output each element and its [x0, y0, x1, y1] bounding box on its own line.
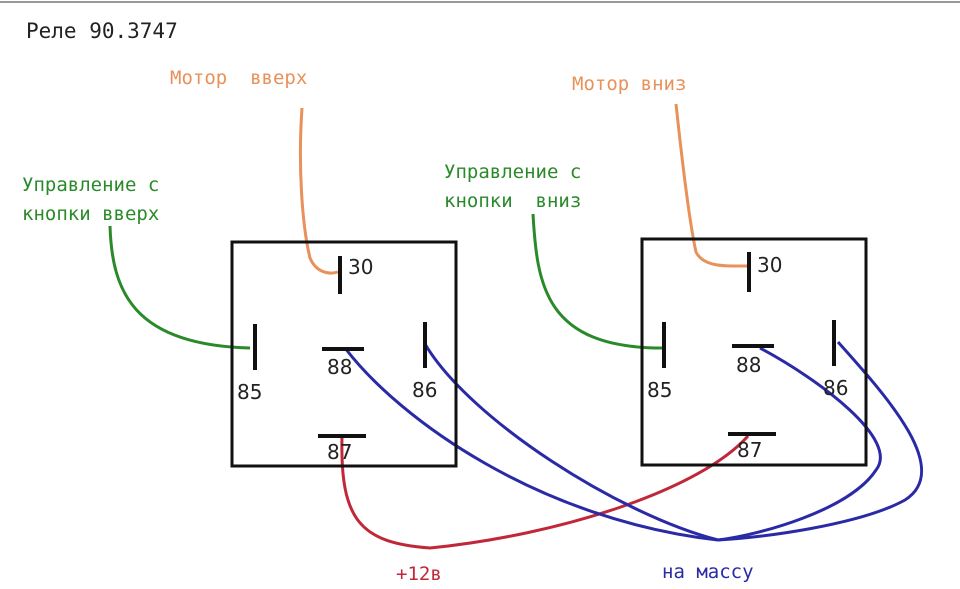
relay-1-label-85: 85 — [237, 380, 262, 404]
wire-control-up — [108, 225, 251, 350]
wire-ground-r1-88 — [343, 347, 719, 542]
wire-motor-down — [674, 103, 749, 268]
relay-2: 30 85 88 86 87 — [640, 237, 868, 467]
relay-2-label-86: 86 — [823, 376, 848, 400]
label-ground: на массу — [662, 561, 754, 583]
label-motor-up: Мотор вверх — [170, 67, 307, 89]
relay-1: 30 85 88 86 87 — [230, 240, 458, 468]
relay-2-body — [640, 237, 868, 467]
wire-ground-r2-86 — [717, 340, 924, 542]
wire-control-down — [531, 213, 663, 350]
wire-ground-r2-88 — [717, 346, 882, 542]
wire-ground-r1-86 — [423, 343, 719, 542]
label-plus12v: +12в — [396, 563, 442, 585]
relay-1-label-30: 30 — [348, 255, 373, 279]
label-control-up-line1: Управление с — [22, 174, 159, 196]
relay-2-label-87: 87 — [737, 438, 762, 462]
relay-2-label-88: 88 — [736, 353, 761, 377]
relay-1-label-86: 86 — [412, 378, 437, 402]
relay-1-label-88: 88 — [327, 355, 352, 379]
relay-1-label-87: 87 — [327, 440, 352, 464]
diagram-title: Реле 90.3747 — [26, 19, 178, 43]
label-control-down-line2: кнопки вниз — [444, 190, 581, 212]
relay-1-body — [230, 240, 458, 468]
wire-motor-up — [298, 107, 339, 275]
label-control-up-line2: кнопки вверх — [22, 203, 159, 225]
label-motor-down: Мотор вниз — [572, 73, 686, 95]
relay-2-label-85: 85 — [647, 378, 672, 402]
relay-2-label-30: 30 — [757, 253, 782, 277]
label-control-down-line1: Управление с — [444, 161, 581, 183]
wire-plus12 — [340, 435, 750, 550]
